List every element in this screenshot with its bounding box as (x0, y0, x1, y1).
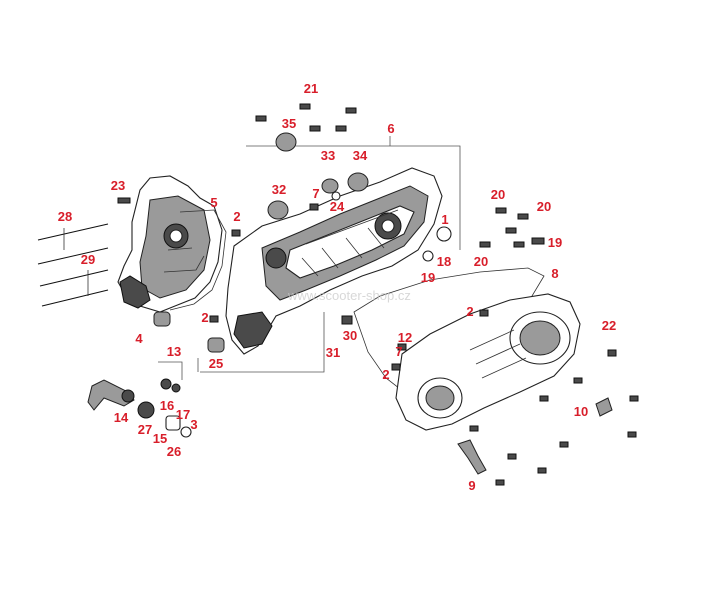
bushing-4 (153, 311, 171, 327)
kickstart-bushing (165, 415, 181, 431)
bracket-13 (158, 361, 183, 380)
callout-28: 28 (58, 209, 72, 224)
callouts: 1 2 2 2 2 3 4 5 6 7 7 8 9 10 12 13 14 15… (58, 81, 616, 493)
kickstart-lever (87, 379, 135, 411)
crankcase-cover (395, 293, 581, 431)
kickstart-washer (180, 426, 192, 438)
callout-17: 17 (176, 407, 190, 422)
studs (37, 223, 109, 307)
callout-6: 6 (387, 121, 394, 136)
callout-32: 32 (272, 182, 286, 197)
callout-1: 1 (441, 212, 448, 227)
callout-20: 20 (537, 199, 551, 214)
callout-8: 8 (551, 266, 558, 281)
callout-30: 30 (343, 328, 357, 343)
callout-14: 14 (114, 410, 129, 425)
bearing-34 (347, 172, 369, 192)
callout-24: 24 (330, 199, 345, 214)
callout-9: 9 (468, 478, 475, 493)
callout-29: 29 (81, 252, 95, 267)
callout-4: 4 (135, 331, 143, 346)
callout-19: 19 (548, 235, 562, 250)
callout-2: 2 (201, 310, 208, 325)
callout-5: 5 (210, 195, 217, 210)
callout-7: 7 (312, 186, 319, 201)
bushing-25 (207, 337, 225, 353)
callout-19: 19 (421, 270, 435, 285)
callout-21: 21 (304, 81, 318, 96)
bracket-6 (246, 145, 461, 250)
callout-2: 2 (466, 304, 473, 319)
sensor-9 (457, 439, 487, 475)
left-case-gasket (169, 209, 227, 311)
callout-33: 33 (321, 148, 335, 163)
callout-18: 18 (437, 254, 451, 269)
kickstart-shaft-parts (160, 378, 172, 390)
clip-10 (595, 397, 613, 417)
callout-34: 34 (353, 148, 368, 163)
callout-12: 12 (398, 330, 412, 345)
fasteners (117, 103, 639, 486)
callout-2: 2 (382, 367, 389, 382)
callout-22: 22 (602, 318, 616, 333)
bearing-32 (267, 200, 289, 220)
left-crankcase (117, 175, 223, 313)
callout-25: 25 (209, 356, 223, 371)
callout-26: 26 (167, 444, 181, 459)
seal-24 (331, 191, 341, 201)
bearing-35 (275, 132, 297, 152)
callout-10: 10 (574, 404, 588, 419)
callout-23: 23 (111, 178, 125, 193)
kickstart-spring (137, 401, 155, 419)
callout-3: 3 (190, 417, 197, 432)
callout-31: 31 (326, 345, 340, 360)
callout-20: 20 (474, 254, 488, 269)
bearing-33 (321, 178, 339, 194)
callout-16: 16 (160, 398, 174, 413)
callout-20: 20 (491, 187, 505, 202)
callout-15: 15 (153, 431, 167, 446)
callout-13: 13 (167, 344, 181, 359)
callout-27: 27 (138, 422, 152, 437)
right-crankcase (225, 167, 443, 355)
callout-35: 35 (282, 116, 296, 131)
watermark: www.scooter-shop.cz (287, 288, 411, 303)
callout-2: 2 (233, 209, 240, 224)
bracket-31 (200, 312, 325, 373)
callout-7: 7 (395, 344, 402, 359)
